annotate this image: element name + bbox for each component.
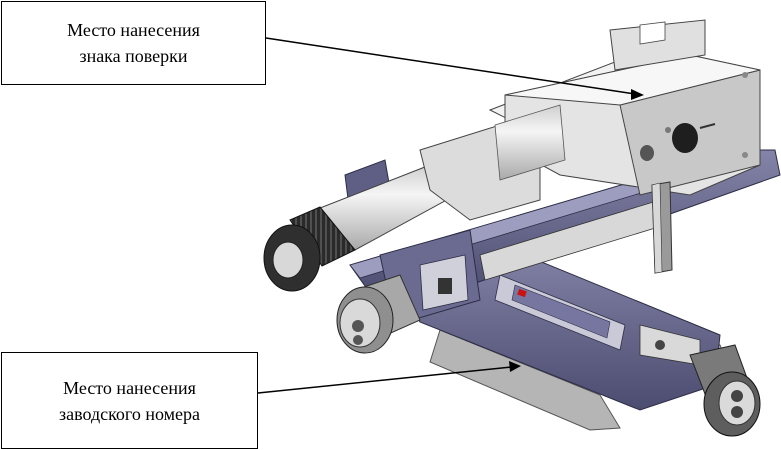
leader-line-verification <box>265 37 644 100</box>
verification-mark-callout: Место нанесения знака поверки <box>1 1 266 85</box>
lower-left-knob <box>336 274 421 354</box>
upper-housing <box>419 19 761 221</box>
serial-number-marker <box>517 288 527 298</box>
upper-left-cylinder <box>263 164 466 292</box>
callout-line-1: Место нанесения <box>63 377 196 398</box>
serial-number-callout: Место нанесения заводского номера <box>1 352 258 449</box>
callout-line-2: заводского номера <box>58 403 201 424</box>
lower-right-knob <box>689 344 761 437</box>
side-plate <box>651 181 673 274</box>
callout-line-1: Место нанесения <box>67 20 200 40</box>
leader-line-serial <box>257 361 521 394</box>
callout-line-2: знака поверки <box>79 46 188 66</box>
